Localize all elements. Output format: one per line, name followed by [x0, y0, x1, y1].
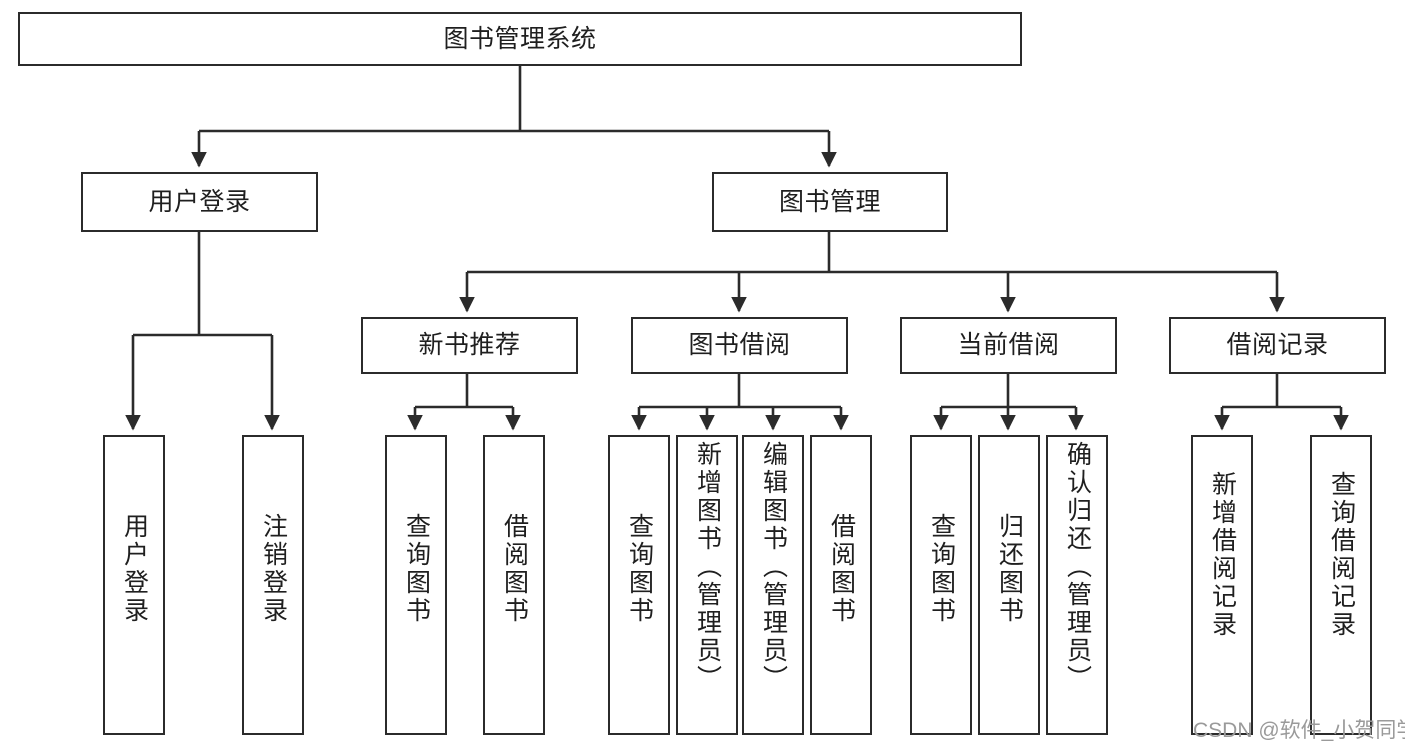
node-book-borrow[interactable]: 图书借阅 [631, 317, 848, 374]
leaf-return-book[interactable]: 归还图书 [978, 435, 1040, 735]
node-label: 借阅记录 [1226, 331, 1329, 359]
node-label: 新书推荐 [418, 331, 521, 359]
node-label: 归还图书 [995, 513, 1024, 625]
node-label: 查询图书 [625, 513, 654, 625]
leaf-current-query-book[interactable]: 查询图书 [910, 435, 972, 735]
leaf-book-edit-admin[interactable]: 编辑图书（管理员） [742, 435, 804, 735]
node-user-login[interactable]: 用户登录 [81, 172, 318, 232]
node-label: 新增借阅记录 [1208, 471, 1237, 639]
node-label: 新增图书（管理员） [693, 441, 722, 693]
node-label: 图书借阅 [688, 331, 791, 359]
leaf-new-book-borrow[interactable]: 借阅图书 [483, 435, 545, 735]
node-label: 确认归还（管理员） [1063, 441, 1092, 693]
node-label: 编辑图书（管理员） [759, 441, 788, 693]
leaf-confirm-return-admin[interactable]: 确认归还（管理员） [1046, 435, 1108, 735]
node-label: 当前借阅 [957, 331, 1060, 359]
node-label: 查询借阅记录 [1327, 471, 1356, 639]
leaf-new-book-query[interactable]: 查询图书 [385, 435, 447, 735]
node-root-book-management-system[interactable]: 图书管理系统 [18, 12, 1022, 66]
leaf-book-borrow-query[interactable]: 查询图书 [608, 435, 670, 735]
node-label: 借阅图书 [500, 513, 529, 625]
node-label: 注销登录 [259, 513, 288, 625]
node-label: 图书管理系统 [443, 24, 597, 53]
leaf-user-login[interactable]: 用户登录 [103, 435, 165, 735]
node-book-management[interactable]: 图书管理 [712, 172, 948, 232]
node-new-book-recommend[interactable]: 新书推荐 [361, 317, 578, 374]
leaf-query-borrow-record[interactable]: 查询借阅记录 [1310, 435, 1372, 735]
node-label: 图书管理 [778, 187, 881, 216]
node-label: 查询图书 [927, 513, 956, 625]
leaf-user-logout[interactable]: 注销登录 [242, 435, 304, 735]
csdn-watermark: CSDN @软件_小贺同学 [1193, 719, 1405, 742]
node-current-borrow[interactable]: 当前借阅 [900, 317, 1117, 374]
leaf-book-borrow-action[interactable]: 借阅图书 [810, 435, 872, 735]
node-label: 用户登录 [120, 513, 149, 625]
node-label: 用户登录 [148, 187, 251, 216]
node-borrow-record[interactable]: 借阅记录 [1169, 317, 1386, 374]
node-label: 查询图书 [402, 513, 431, 625]
leaf-book-add-admin[interactable]: 新增图书（管理员） [676, 435, 738, 735]
leaf-add-borrow-record[interactable]: 新增借阅记录 [1191, 435, 1253, 735]
node-label: 借阅图书 [827, 513, 856, 625]
